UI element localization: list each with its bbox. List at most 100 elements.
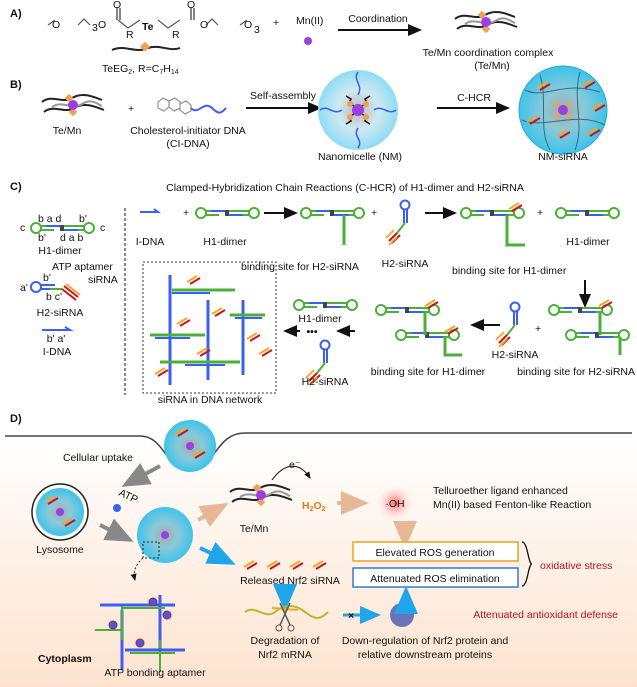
domain-labels: d a b <box>60 232 84 244</box>
oxidative-stress-label: oxidative stress <box>540 560 612 572</box>
intermediate-4 <box>375 299 462 357</box>
nm-sirna-label: NM-siRNA <box>538 151 588 163</box>
h2-sirna-label: H2-siRNA <box>302 376 349 388</box>
te-atom: Te <box>142 21 154 33</box>
domain-labels: b a d <box>38 213 62 225</box>
intermediate-3 <box>548 299 630 355</box>
domain-labels: a' <box>20 282 28 294</box>
nanomicelle-label: Nanomicelle (NM) <box>318 151 402 163</box>
cytoplasm-label: Cytoplasm <box>38 653 92 665</box>
panel-d-label: D) <box>10 413 22 425</box>
i-dna-icon <box>140 208 161 213</box>
te-mn-label: Te/Mn <box>240 523 269 535</box>
plus: + <box>537 207 543 219</box>
domain-labels: b' <box>43 272 51 284</box>
c-hcr-title: Clamped-Hybridization Chain Reactions (C… <box>166 182 524 194</box>
complex-abbrev: (Te/Mn) <box>474 60 510 72</box>
degradation-label-1: Degradation of <box>251 635 320 647</box>
oxygen: O <box>113 0 121 11</box>
h2-sirna-label: H2-siRNA <box>382 258 429 270</box>
domain-labels: c <box>20 222 25 234</box>
brace <box>521 541 533 587</box>
h2-sirna-label: H2-siRNA <box>492 349 539 361</box>
downregulation-label-1: Down-regulation of Nrf2 protein and <box>342 635 509 647</box>
ci-dna-label: Cholesterol-initiator DNA <box>130 125 246 137</box>
network-label: siRNA in DNA network <box>158 394 263 406</box>
h1-dimer-label: H1-dimer <box>298 313 342 325</box>
r-group: R <box>126 29 134 41</box>
h1-dimer-icon <box>555 207 620 219</box>
intermediate-1 <box>300 207 365 245</box>
coordination-label: Coordination <box>348 13 408 25</box>
plus: + <box>128 103 134 115</box>
sirna-release-arrow <box>199 541 236 565</box>
degradation-label-2: Nrf2 mRNA <box>258 649 312 661</box>
attenuated-ros-label: Attenuated ROS elimination <box>370 573 500 585</box>
nm-sirna <box>518 65 608 155</box>
uptake-arrow <box>121 463 161 487</box>
h1-dimer-legend-label: H1-dimer <box>38 245 82 257</box>
cellular-uptake-label: Cellular uptake <box>63 452 133 464</box>
atp-molecule <box>113 504 121 512</box>
te-mn-complex <box>454 9 518 35</box>
i-dna-legend-label: I-DNA <box>43 346 72 358</box>
fenton-text-1: Telluroether ligand enhanced <box>433 485 568 497</box>
lysosome-label: Lysosome <box>36 544 84 556</box>
te-mn-label: Te/Mn <box>53 125 82 137</box>
domain-labels: b' a' <box>47 333 66 345</box>
subscript: 3 <box>254 24 260 36</box>
ellipsis: ••• <box>306 326 317 338</box>
hydroxyl-radical-label: ·OH <box>385 498 404 510</box>
teeg2-label: TeEG2, R=C7H14 <box>102 63 179 76</box>
dna-network <box>142 261 277 394</box>
binding-site-h1-label: binding site for H1-dimer <box>452 265 567 277</box>
atp-aptamer-label: ATP aptamer <box>52 261 113 273</box>
atp-arrow <box>99 518 134 542</box>
oxygen: O <box>244 19 252 31</box>
binding-site-h2-label: binding site for H2-siRNA <box>241 261 359 273</box>
plus: + <box>183 207 189 219</box>
released-sirna-label: Released Nrf2 siRNA <box>240 575 340 587</box>
nm-sirna-uptake <box>164 420 216 472</box>
domain-labels: b' <box>79 213 87 225</box>
self-assembly-label: Self-assembly <box>250 90 317 102</box>
fenton-text-2: Mn(II) based Fenton-like Reaction <box>433 499 591 511</box>
plus: + <box>371 207 377 219</box>
h1-dimer-icon <box>195 207 260 219</box>
panel-c-label: C) <box>10 181 22 193</box>
h2-sirna-legend-icon <box>30 281 81 301</box>
h2o2-label: H2O2 <box>302 500 326 513</box>
te-mn-icon <box>41 92 105 118</box>
plus: + <box>535 323 541 335</box>
cholesterol-initiator-dna <box>157 97 227 115</box>
atp-aptamer-label: ATP bonding aptamer <box>104 667 206 679</box>
h2-sirna-legend-label: H2-siRNA <box>37 307 84 319</box>
hydroxyl-radical-glow <box>377 485 413 521</box>
mn-ion <box>304 37 312 45</box>
mn-label: Mn(II) <box>296 15 323 27</box>
domain-labels: b c' <box>46 291 62 303</box>
h2-sirna-icon <box>385 199 411 246</box>
release-arrow <box>197 503 229 528</box>
h1-dimer-icon <box>293 299 358 311</box>
electron-arrow <box>271 465 311 481</box>
i-dna-legend-icon <box>42 326 74 331</box>
domain-labels: b' <box>38 232 46 244</box>
antioxidant-defense-label: Attenuated antioxidant defense <box>473 609 618 621</box>
nrf2-protein <box>390 603 414 627</box>
oxygen: O <box>52 19 60 31</box>
lysosome <box>31 483 89 541</box>
oxygen: O <box>200 19 208 31</box>
oxygen: O <box>98 19 106 31</box>
subscript: 3 <box>92 22 98 34</box>
h1-dimer-label: H1-dimer <box>203 236 247 248</box>
atp-aptamer-network <box>95 595 185 672</box>
block-x-icon: × <box>348 610 354 622</box>
panel-a-label: A) <box>10 8 22 20</box>
oxygen: O <box>187 0 195 11</box>
teeg2-structure: O 3 O O R Te R O O O 3 <box>47 0 260 52</box>
c-hcr-label: C-HCR <box>457 92 491 104</box>
plus: + <box>273 17 279 29</box>
attenuated-ros-box <box>352 567 519 588</box>
